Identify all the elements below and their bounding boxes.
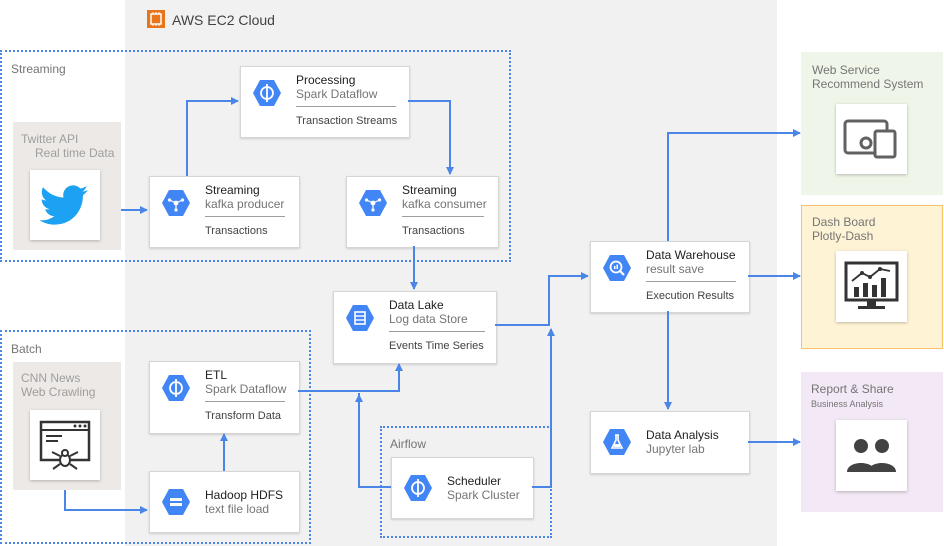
twitter-icon-card — [30, 170, 100, 240]
aws-cloud-title: AWS EC2 Cloud — [172, 12, 275, 28]
bigquery-icon — [603, 255, 631, 281]
storage-icon — [346, 305, 374, 331]
chart-monitor-icon — [844, 261, 899, 309]
arrow-etl-to-datalake — [298, 363, 403, 392]
data-lake-footer: Events Time Series — [389, 340, 484, 352]
web-crawler-icon-card — [30, 410, 100, 480]
arrow-cnn-to-hdfs — [64, 490, 148, 514]
devices-icon — [843, 119, 897, 159]
kafka-producer-subtitle: kafka producer — [205, 197, 285, 211]
kafka-producer-node[interactable]: Streaming kafka producer Transactions — [149, 176, 300, 248]
batch-group-label: Batch — [11, 342, 42, 356]
twitter-source-line2: Real time Data — [35, 146, 115, 160]
filestore-icon — [162, 489, 190, 515]
etl-subtitle: Spark Dataflow — [205, 382, 287, 396]
data-warehouse-title: Data Warehouse — [646, 248, 736, 262]
spark-cluster-icon — [404, 475, 432, 501]
twitter-source-line1: Twitter API — [21, 132, 79, 146]
hadoop-hdfs-subtitle: text file load — [205, 502, 270, 516]
data-lake-title: Data Lake — [389, 298, 444, 312]
data-warehouse-subtitle: result save — [646, 262, 705, 276]
kafka-producer-footer: Transactions — [205, 225, 268, 237]
spark-dataflow-icon — [253, 80, 281, 106]
data-lake-subtitle: Log data Store — [389, 312, 468, 326]
aws-ec2-icon — [147, 10, 165, 28]
hadoop-hdfs-node[interactable]: Hadoop HDFS text file load — [149, 471, 300, 533]
data-analysis-subtitle: Jupyter lab — [646, 442, 705, 456]
devices-icon-card — [836, 104, 907, 174]
arrow-warehouse-to-web — [667, 129, 801, 241]
pubsub-icon — [162, 190, 190, 216]
data-lake-node[interactable]: Data Lake Log data Store Events Time Ser… — [333, 291, 497, 364]
processing-subtitle: Spark Dataflow — [296, 87, 378, 101]
streaming-group — [0, 50, 511, 262]
processing-title: Processing — [296, 73, 356, 87]
dash-board-line2: Plotly-Dash — [812, 229, 874, 243]
twitter-bird-icon — [39, 185, 88, 225]
airflow-group-label: Airflow — [390, 437, 427, 451]
arrow-scheduler-to-junction — [532, 328, 555, 488]
scheduler-subtitle: Spark Cluster — [447, 488, 520, 502]
datalab-icon — [603, 429, 631, 455]
web-service-line2: Recommend System — [812, 77, 924, 91]
data-analysis-title: Data Analysis — [646, 428, 719, 442]
processing-node[interactable]: Processing Spark Dataflow Transaction St… — [240, 66, 410, 138]
etl-node[interactable]: ETL Spark Dataflow Transform Data — [149, 361, 300, 434]
group-people-icon — [847, 439, 896, 472]
dashboard-icon-card — [836, 251, 907, 322]
scheduler-node[interactable]: Scheduler Spark Cluster — [391, 457, 534, 519]
cnn-source-line2: Web Crawling — [21, 385, 96, 399]
data-warehouse-footer: Execution Results — [646, 290, 735, 302]
kafka-consumer-subtitle: kafka consumer — [402, 197, 487, 211]
etl-footer: Transform Data — [205, 410, 282, 422]
data-warehouse-node[interactable]: Data Warehouse result save Execution Res… — [590, 241, 750, 313]
kafka-consumer-footer: Transactions — [402, 225, 465, 237]
arrow-processing-to-consumer — [408, 100, 454, 175]
spark-dataflow-icon — [162, 375, 190, 401]
hadoop-hdfs-title: Hadoop HDFS — [205, 488, 284, 502]
etl-divider — [205, 401, 285, 402]
arrow-producer-to-processing — [186, 97, 239, 176]
kafka-consumer-divider — [402, 216, 484, 217]
web-service-line1: Web Service — [812, 63, 880, 77]
arrow-scheduler-to-datalake — [358, 393, 391, 488]
report-share-line2: Business Analysis — [811, 399, 884, 409]
processing-footer: Transaction Streams — [296, 115, 398, 127]
kafka-producer-divider — [205, 216, 285, 217]
report-share-line1: Report & Share — [811, 382, 894, 396]
processing-divider — [296, 106, 396, 107]
etl-title: ETL — [205, 368, 228, 382]
batch-group — [0, 330, 311, 544]
scheduler-title: Scheduler — [447, 474, 502, 488]
people-icon-card — [836, 420, 907, 491]
data-analysis-node[interactable]: Data Analysis Jupyter lab — [590, 411, 750, 474]
cnn-source-line1: CNN News — [21, 371, 81, 385]
arrow-datalake-to-warehouse — [495, 272, 589, 326]
data-lake-divider — [389, 331, 485, 332]
kafka-producer-title: Streaming — [205, 183, 260, 197]
streaming-group-label: Streaming — [11, 62, 66, 76]
pubsub-icon — [359, 190, 387, 216]
kafka-consumer-node[interactable]: Streaming kafka consumer Transactions — [346, 176, 499, 248]
data-warehouse-divider — [646, 281, 736, 282]
kafka-consumer-title: Streaming — [402, 183, 457, 197]
web-crawler-icon — [39, 420, 91, 470]
dash-board-line1: Dash Board — [812, 215, 876, 229]
